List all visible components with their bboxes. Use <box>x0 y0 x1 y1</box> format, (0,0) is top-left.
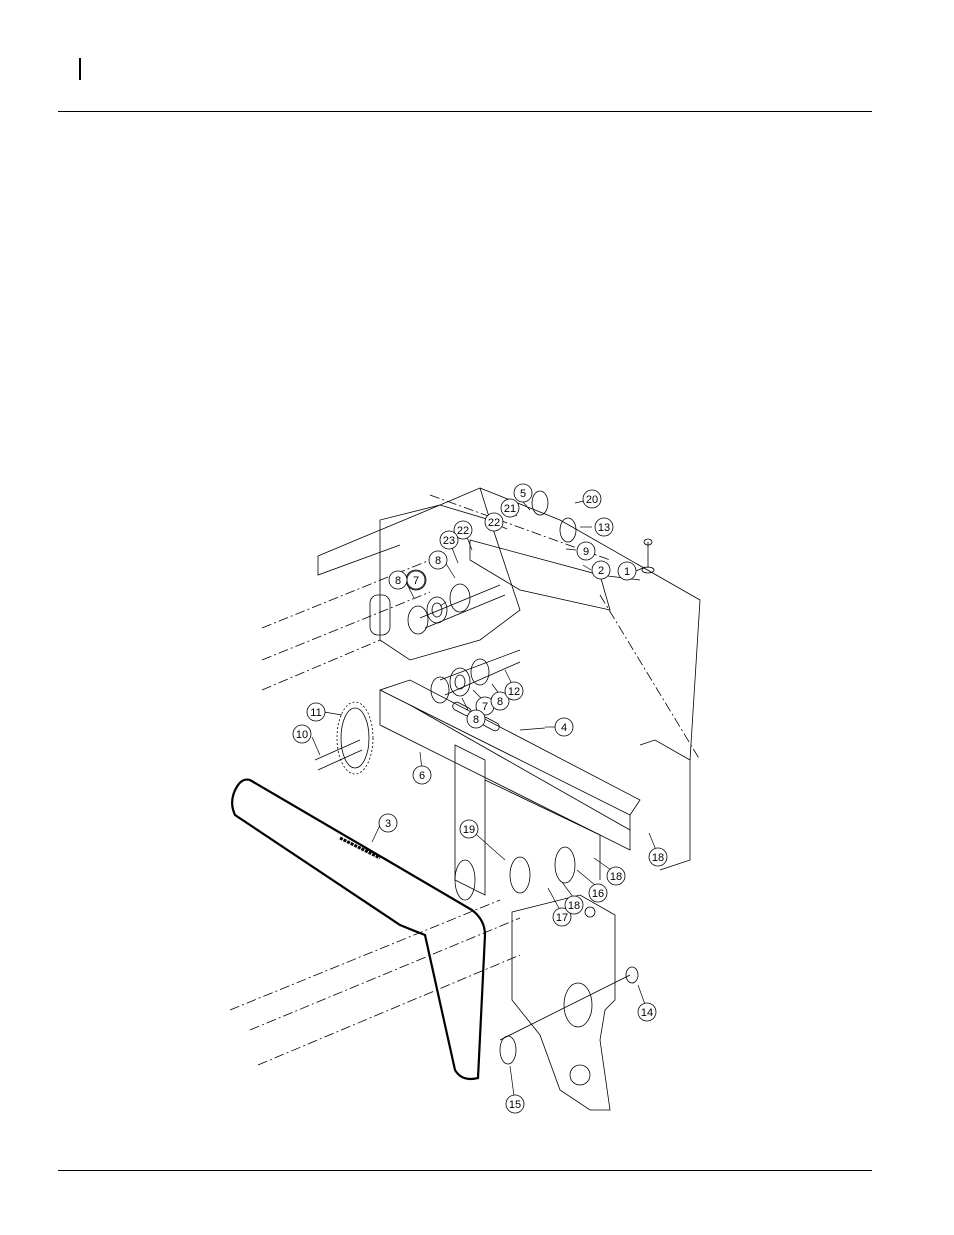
callout-8b-text: 8 <box>435 555 441 567</box>
callout-22b-text: 22 <box>488 517 500 529</box>
callout-9: 9 <box>576 541 596 561</box>
callout-3: 3 <box>378 813 398 833</box>
callout-18c-text: 18 <box>652 852 664 864</box>
callout-9-text: 9 <box>583 546 589 558</box>
callout-18b: 18 <box>606 866 626 886</box>
callout-1-text: 1 <box>624 566 630 578</box>
callout-23: 23 <box>439 530 459 550</box>
callout-19: 19 <box>459 819 479 839</box>
callout-20-text: 20 <box>586 494 598 506</box>
callout-12-text: 12 <box>508 686 520 698</box>
header-rule <box>58 111 872 112</box>
callout-3-text: 3 <box>385 818 391 830</box>
callout-11: 11 <box>306 702 326 722</box>
callout-5-text: 5 <box>520 488 526 500</box>
callout-8a: 8 <box>388 570 408 590</box>
callout-14: 14 <box>637 1002 657 1022</box>
callout-20: 20 <box>582 489 602 509</box>
callout-14-text: 14 <box>641 1007 653 1019</box>
callout-8c: 8 <box>466 709 486 729</box>
callout-13-text: 13 <box>598 522 610 534</box>
callout-12: 12 <box>504 681 524 701</box>
callout-2-text: 2 <box>598 565 604 577</box>
footer-rule <box>58 1170 872 1171</box>
callout-8b: 8 <box>428 550 448 570</box>
callout-7a: 7 <box>406 570 426 590</box>
callout-labels: 1 2 3 4 5 6 7 7 8 8 8 8 9 10 11 12 13 14… <box>292 483 668 1114</box>
page-margin-mark <box>79 58 81 80</box>
callout-18a-text: 18 <box>568 900 580 912</box>
callout-19-text: 19 <box>463 824 475 836</box>
callout-7b-text: 7 <box>482 701 488 713</box>
callout-10: 10 <box>292 724 312 744</box>
callout-1: 1 <box>617 561 637 581</box>
callout-10-text: 10 <box>296 729 308 741</box>
callout-5: 5 <box>513 483 533 503</box>
callout-22a: 22 <box>453 520 473 540</box>
callout-17-text: 17 <box>556 912 568 924</box>
callout-8d-text: 8 <box>497 696 503 708</box>
callout-4: 4 <box>554 717 574 737</box>
callout-23-text: 23 <box>443 535 455 547</box>
callout-8d: 8 <box>490 691 510 711</box>
callout-21-text: 21 <box>504 503 516 515</box>
callout-13: 13 <box>594 517 614 537</box>
callout-8c-text: 8 <box>473 714 479 726</box>
callout-6: 6 <box>412 765 432 785</box>
callout-6-text: 6 <box>419 770 425 782</box>
callout-8a-text: 8 <box>395 575 401 587</box>
callout-7a-text: 7 <box>413 575 419 587</box>
callout-21: 21 <box>500 498 520 518</box>
callout-18a: 18 <box>564 895 584 915</box>
callout-11-text: 11 <box>310 707 321 719</box>
callout-18c: 18 <box>648 847 668 867</box>
callout-17: 17 <box>552 907 572 927</box>
callout-22a-text: 22 <box>457 525 469 537</box>
callout-4-text: 4 <box>561 722 567 734</box>
callout-15: 15 <box>505 1094 525 1114</box>
callout-18b-text: 18 <box>610 871 622 883</box>
callout-2: 2 <box>591 560 611 580</box>
callout-22b: 22 <box>484 512 504 532</box>
callout-16-text: 16 <box>592 888 604 900</box>
callout-16: 16 <box>588 883 608 903</box>
callout-15-text: 15 <box>509 1099 521 1111</box>
